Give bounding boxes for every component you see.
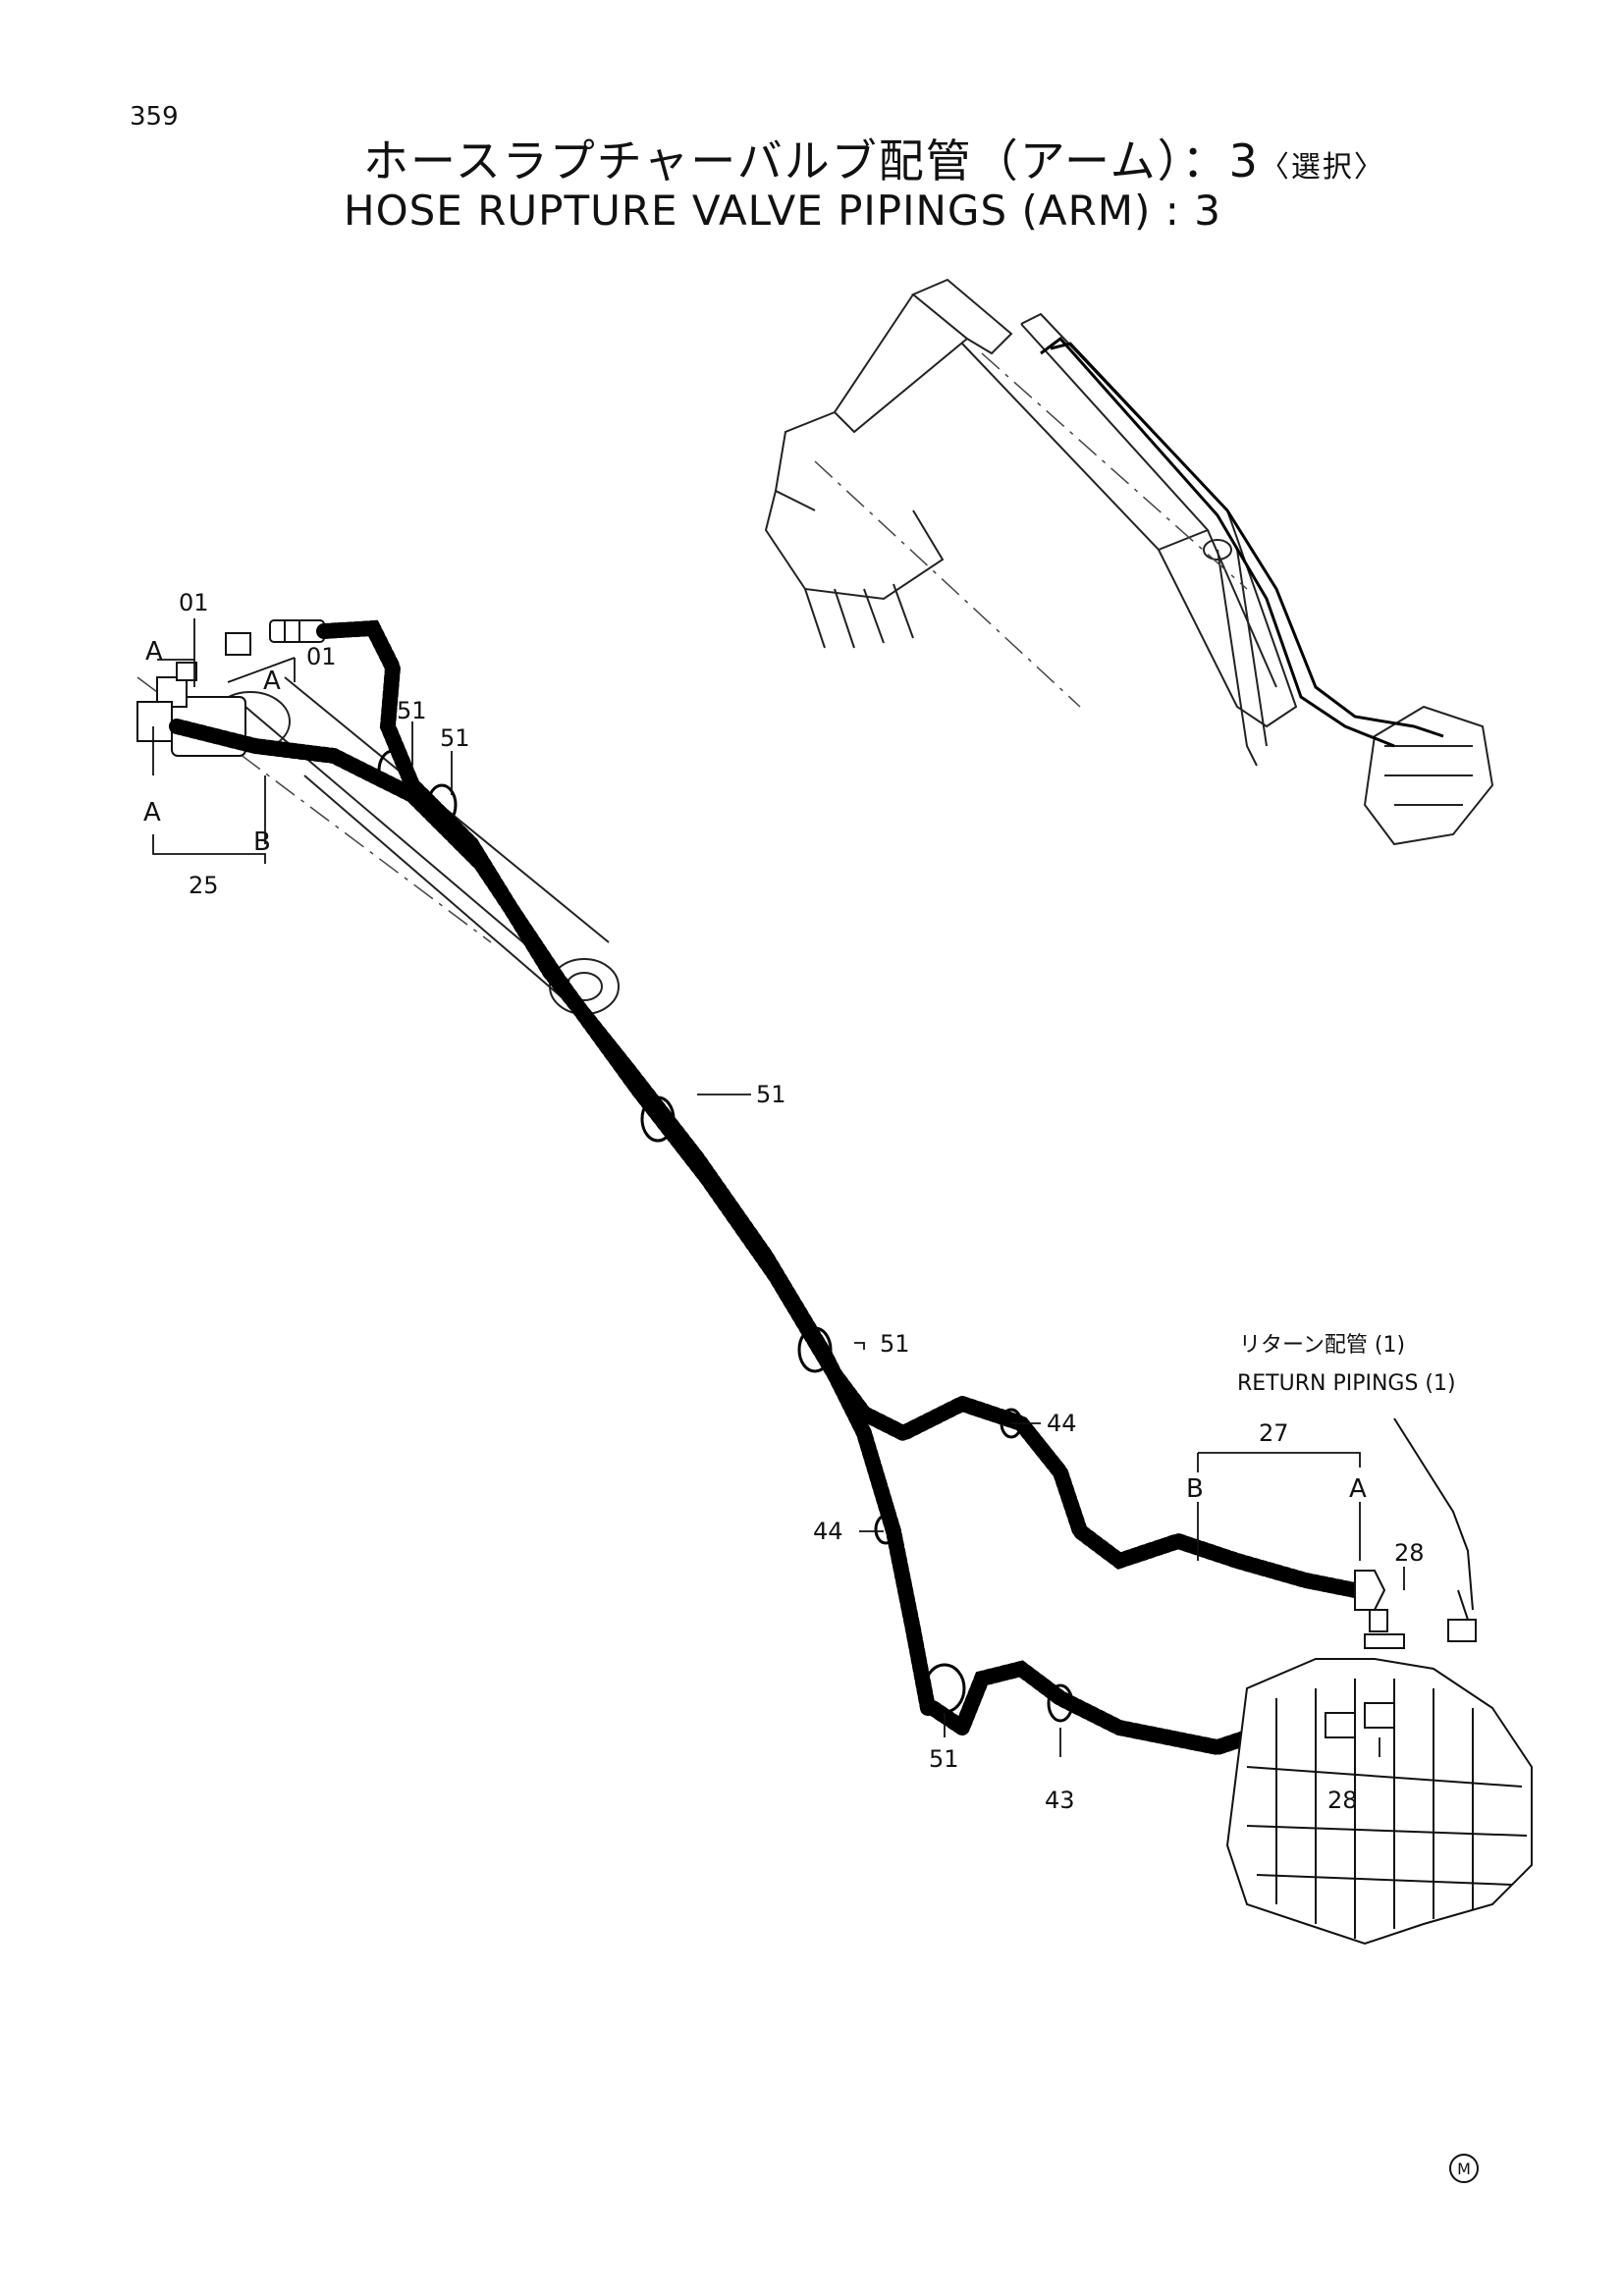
hose-clamps bbox=[377, 749, 1074, 1723]
callout-a-fitting: A bbox=[263, 667, 281, 696]
callout-b-right: B bbox=[1186, 1474, 1204, 1504]
callout-44-lower: 44 bbox=[813, 1518, 843, 1545]
right-fittings bbox=[1354, 1417, 1477, 1649]
callout-44-upper: 44 bbox=[1047, 1410, 1077, 1437]
callout-51-d: 51 bbox=[880, 1330, 910, 1358]
callout-labels: 01 01 A A A B 25 51 51 51 51 51 44 44 27… bbox=[143, 589, 1425, 1814]
registered-mark-icon: M bbox=[1449, 2154, 1479, 2183]
callout-51-c: 51 bbox=[756, 1081, 786, 1108]
callout-28-upper: 28 bbox=[1394, 1539, 1425, 1567]
overview-hose-route bbox=[1040, 336, 1444, 748]
title-japanese-suffix: 〈選択〉 bbox=[1259, 150, 1385, 185]
valve-fitting-top bbox=[269, 619, 325, 643]
title-japanese-main: ホースラプチャーバルブ配管（アーム）：3 bbox=[363, 134, 1260, 187]
control-valve bbox=[1225, 1658, 1533, 1946]
callout-b-left: B bbox=[253, 828, 271, 857]
main-hose-bundle bbox=[169, 619, 1363, 1756]
callout-28-lower: 28 bbox=[1327, 1787, 1358, 1814]
callout-01-right: 01 bbox=[306, 643, 337, 670]
callout-43: 43 bbox=[1045, 1787, 1075, 1814]
callout-27: 27 bbox=[1259, 1419, 1289, 1447]
callout-51-a: 51 bbox=[397, 697, 427, 724]
return-pipings-note: リターン配管 (1) RETURN PIPINGS (1) bbox=[1237, 1333, 1456, 1396]
callout-51-e: 51 bbox=[929, 1745, 959, 1773]
return-note-english: RETURN PIPINGS (1) bbox=[1237, 1371, 1456, 1396]
main-hose-outline bbox=[176, 626, 929, 1709]
callout-25: 25 bbox=[189, 872, 219, 899]
callout-51-b: 51 bbox=[440, 724, 470, 752]
dash-centerlines bbox=[136, 352, 1248, 943]
callout-01-top: 01 bbox=[179, 589, 209, 616]
title-english: HOSE RUPTURE VALVE PIPINGS (ARM) : 3 bbox=[344, 187, 1221, 235]
page-number: 359 bbox=[130, 102, 179, 132]
excavator-overview-illustration bbox=[764, 278, 1494, 846]
title-japanese: ホースラプチャーバルブ配管（アーム）：3〈選択〉 bbox=[363, 126, 1385, 190]
callout-a-left-bottom: A bbox=[143, 798, 161, 828]
return-note-japanese: リターン配管 (1) bbox=[1239, 1333, 1405, 1358]
callout-a-left-top: A bbox=[145, 637, 163, 667]
callout-a-right: A bbox=[1349, 1474, 1367, 1504]
callout-leaders bbox=[152, 618, 1405, 1757]
